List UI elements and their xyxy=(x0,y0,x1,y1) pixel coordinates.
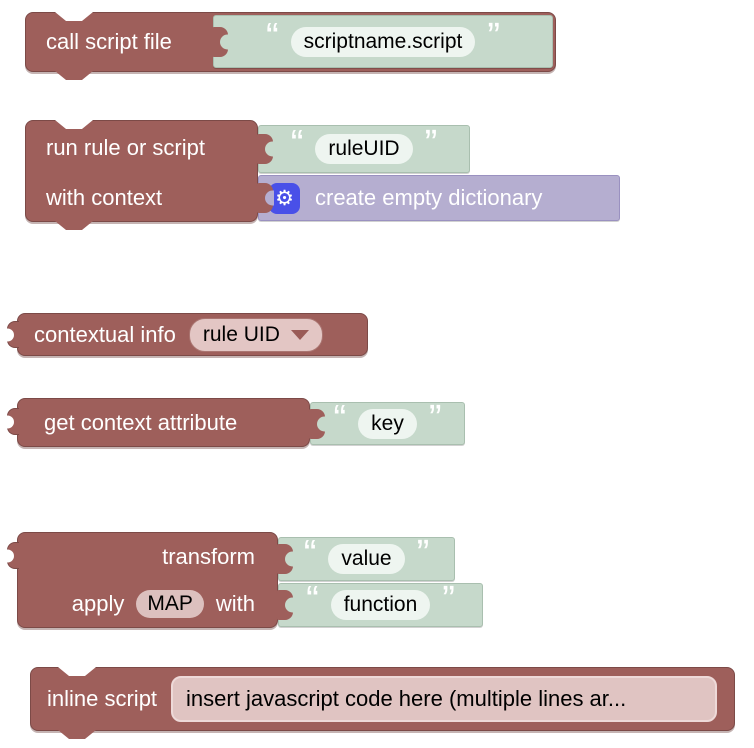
block-call-script-file[interactable]: call script file “ scriptname.script ” xyxy=(25,12,556,80)
dictionary-block[interactable]: ⚙ create empty dictionary xyxy=(256,175,620,221)
string-block[interactable]: “ function ” xyxy=(276,581,483,627)
value-input-socket xyxy=(276,544,293,574)
dropdown-caret-icon xyxy=(290,329,309,340)
key-field[interactable]: key xyxy=(358,408,417,439)
block-label: get context attribute xyxy=(44,409,238,435)
block-label: call script file xyxy=(46,29,172,54)
previous-connector-notch xyxy=(55,120,93,129)
output-connector-tab xyxy=(7,321,19,348)
value-input-socket xyxy=(256,183,273,213)
next-connector-bump xyxy=(55,71,93,80)
block-label: apply xyxy=(71,591,125,616)
next-connector-bump xyxy=(55,221,93,230)
block-label: with xyxy=(215,591,255,616)
block-run-rule-or-script[interactable]: run rule or script with context “ ruleUI… xyxy=(25,120,620,230)
output-connector-tab xyxy=(7,408,19,435)
block-get-context-attribute[interactable]: get context attribute “ key ” xyxy=(7,398,465,447)
next-connector-bump xyxy=(58,730,96,739)
block-label: run rule or script xyxy=(46,134,205,160)
block-transform[interactable]: transform apply MAP with “ value ” “ fun… xyxy=(7,532,483,628)
string-block[interactable]: “ value ” xyxy=(276,535,455,581)
function-field[interactable]: function xyxy=(330,590,431,620)
value-input-socket xyxy=(211,26,228,57)
previous-connector-notch xyxy=(58,667,96,676)
output-connector-tab xyxy=(7,542,19,569)
string-block[interactable]: “ key ” xyxy=(308,400,465,445)
block-inline-script[interactable]: inline script insert javascript code her… xyxy=(30,667,735,739)
block-label: transform xyxy=(162,544,255,569)
block-label: with context xyxy=(46,184,163,210)
dropdown-value: rule UID xyxy=(202,322,280,346)
value-input-socket xyxy=(276,590,293,620)
previous-connector-notch xyxy=(55,12,93,21)
value-input-socket xyxy=(308,408,325,439)
script-name-field[interactable]: scriptname.script xyxy=(290,26,476,57)
rule-uid-field[interactable]: ruleUID xyxy=(315,134,413,164)
value-input-socket xyxy=(256,134,273,164)
string-block[interactable]: “ scriptname.script ” xyxy=(211,15,553,68)
string-block[interactable]: “ ruleUID ” xyxy=(256,125,470,173)
block-contextual-info[interactable]: contextual info rule UID xyxy=(7,313,368,356)
gear-icon[interactable]: ⚙ xyxy=(269,182,300,214)
block-label: inline script xyxy=(47,686,158,711)
block-label: contextual info xyxy=(34,321,176,347)
contextual-info-dropdown[interactable]: rule UID xyxy=(188,317,323,352)
value-field[interactable]: value xyxy=(328,544,405,574)
transformation-type-field[interactable]: MAP xyxy=(136,590,204,618)
inline-script-code-field[interactable]: insert javascript code here (multiple li… xyxy=(171,676,718,722)
dictionary-block-label: create empty dictionary xyxy=(315,185,543,210)
